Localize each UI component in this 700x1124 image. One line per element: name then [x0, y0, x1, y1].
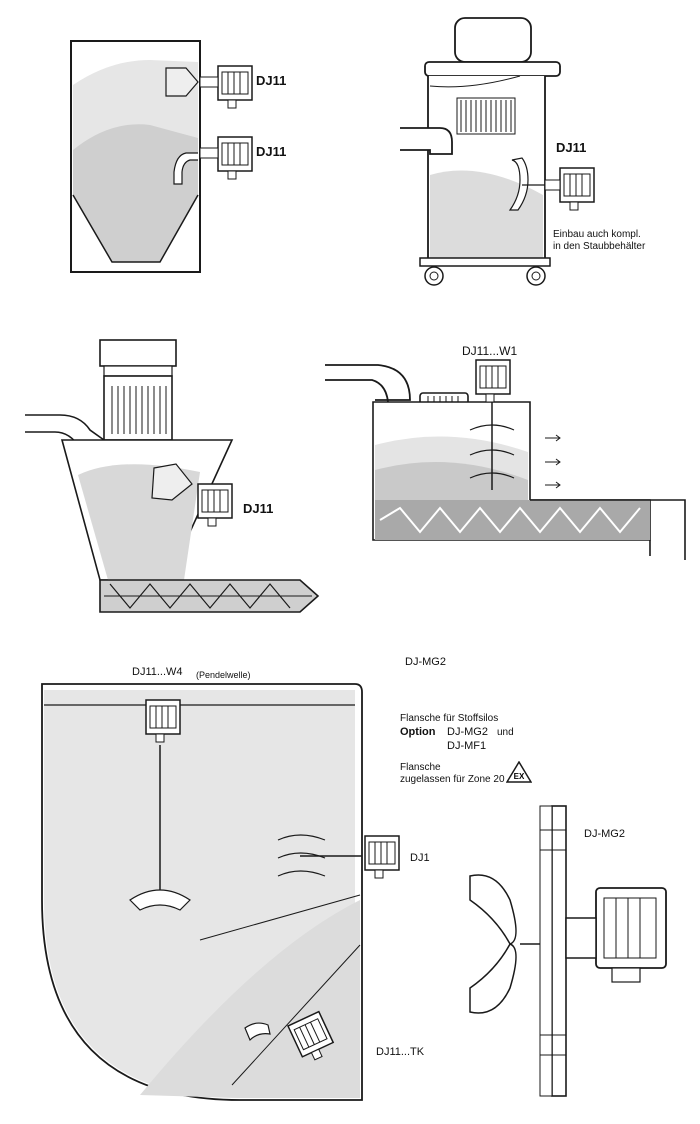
ex-zone-icon: EX: [506, 761, 532, 783]
zone-line2-label: zugelassen für Zone 20: [400, 774, 505, 785]
option-dj-mg2-label: DJ-MG2: [447, 726, 488, 738]
lower-dj11-sensor: [217, 136, 253, 180]
option-word-label: Option: [400, 726, 436, 738]
dust-collector-diagram: [400, 17, 595, 286]
side-dj1-sensor: [364, 835, 400, 879]
option-und-label: und: [497, 727, 514, 738]
ex-mark-text: EX: [514, 772, 525, 781]
detail-dj-mg2-label: DJ-MG2: [584, 828, 625, 840]
pendel-note-label: (Pendelwelle): [196, 670, 251, 680]
dust-dj11-sensor: [559, 167, 595, 211]
hopper-dj11-label: DJ11: [243, 501, 274, 516]
flange-title-label: Flansche für Stoffsilos: [400, 713, 499, 724]
silo-dj11-lower-label: DJ11: [256, 144, 287, 159]
top-dj-mg2-label: DJ-MG2: [405, 656, 446, 668]
option-dj-mf1-label: DJ-MF1: [447, 740, 487, 752]
upper-dj11-sensor: [217, 65, 253, 109]
bottom-dj11-tk-label: DJ11...TK: [376, 1046, 425, 1058]
pendel-dj11-w4-label: DJ11...W4: [132, 666, 183, 678]
trough-dj11-w1-sensor: [475, 359, 511, 403]
trough-diagram: [325, 359, 686, 560]
dust-note-line1: Einbau auch kompl.: [553, 229, 641, 240]
trough-dj11-w1-label: DJ11...W1: [462, 344, 518, 358]
flange-detail-diagram: [469, 805, 667, 1097]
silo-diagram: [70, 40, 253, 273]
hopper-dj11-sensor: [197, 483, 233, 527]
hopper-diagram: [25, 339, 320, 613]
silo-dj11-upper-label: DJ11: [256, 73, 287, 88]
dust-dj11-label: DJ11: [556, 140, 587, 155]
side-dj1-label: DJ1: [410, 852, 430, 864]
dust-note-line2: in den Staubbehälter: [553, 241, 646, 252]
large-silo-diagram: [41, 683, 400, 1101]
zone-line1-label: Flansche: [400, 762, 441, 773]
